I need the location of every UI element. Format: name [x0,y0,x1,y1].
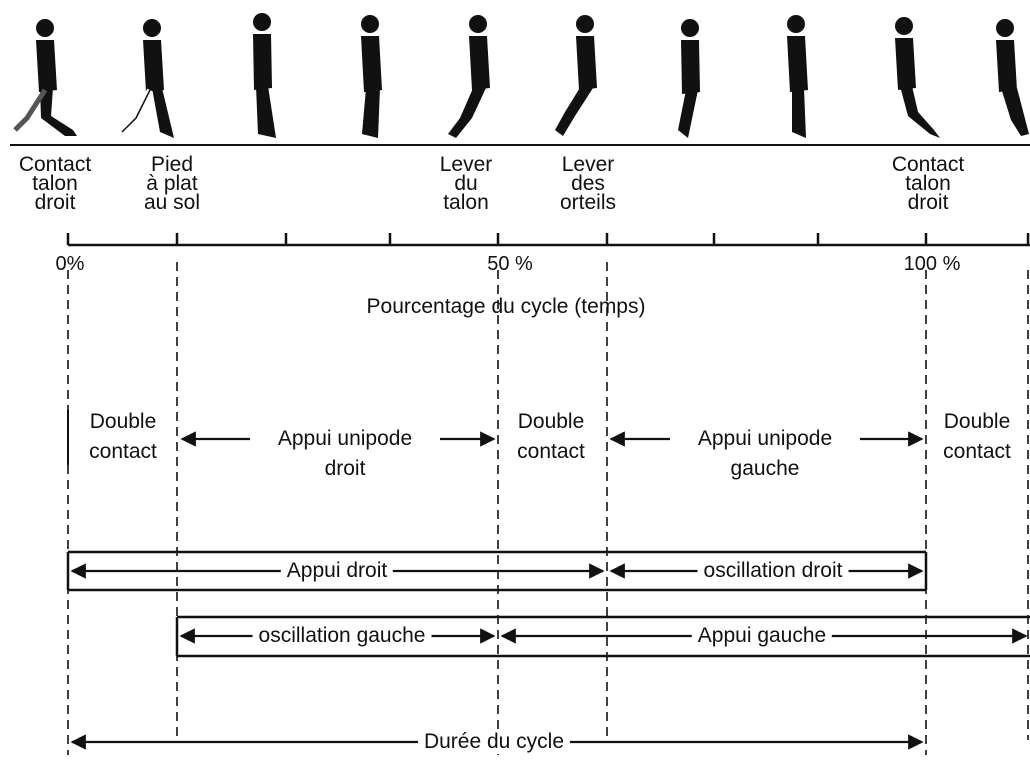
walker-figure-4 [361,15,382,138]
bar-label-appui-droit: Appui droit [280,559,394,583]
tick-label-0: 0% [55,253,85,275]
bar-label-oscillation-droit: oscillation droit [697,559,849,583]
walker-figure-1 [13,19,77,136]
walking-silhouettes [13,13,1029,138]
walker-figure-8 [787,15,808,138]
walker-figure-2 [119,19,174,138]
walker-figure-3 [253,13,276,138]
axis-title: Pourcentage du cycle (temps) [366,295,646,318]
bar-label-oscillation-gauche: oscillation gauche [252,624,432,648]
tick-label-100: 100 % [903,253,961,275]
time-axis [66,233,1030,247]
tick-label-50: 50 % [487,253,533,275]
phase-bars [66,550,1030,658]
walker-figure-5 [448,15,490,138]
walker-figure-6 [555,15,597,136]
bar-label-appui-gauche: Appui gauche [691,624,833,648]
walker-figure-7 [678,19,700,138]
walker-figure-10 [996,19,1029,136]
phase-guide-lines [67,262,1029,755]
bar-label-duree-cycle: Durée du cycle [417,730,571,754]
walker-figure-9 [895,17,940,138]
